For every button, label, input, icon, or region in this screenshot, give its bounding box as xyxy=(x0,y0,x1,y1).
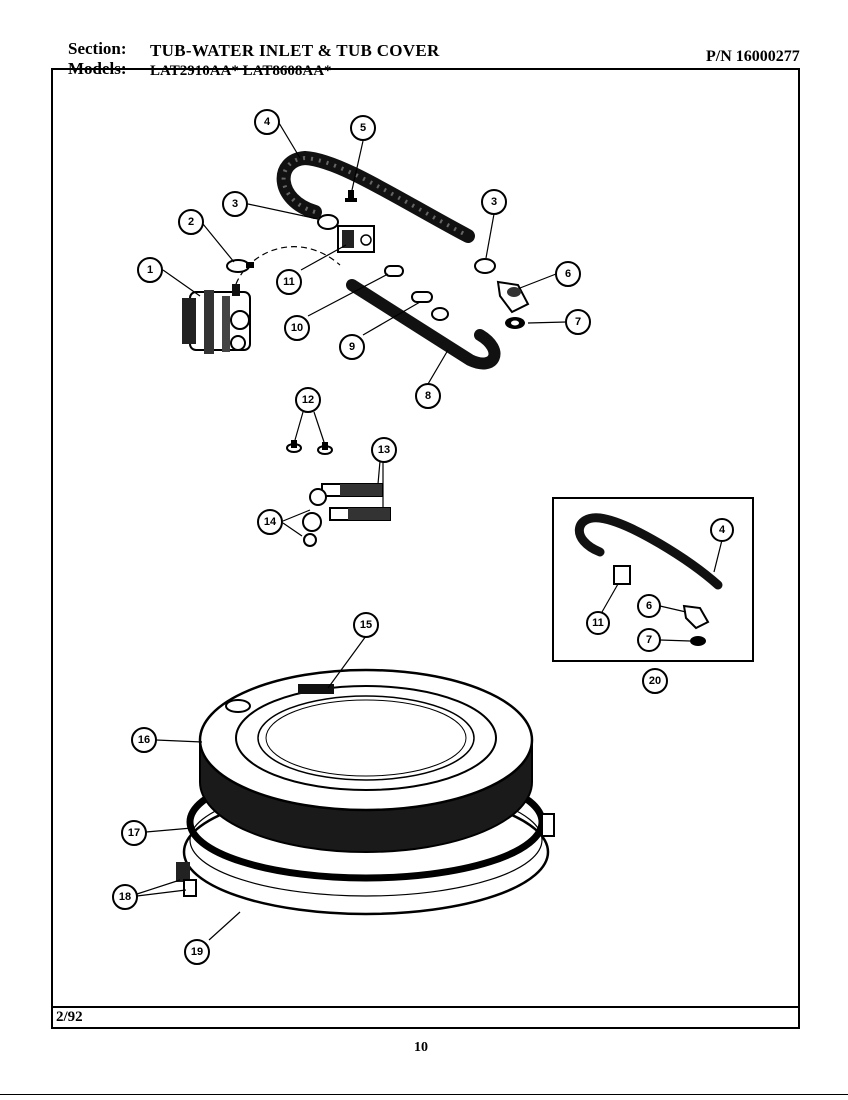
svg-text:3: 3 xyxy=(491,196,497,208)
callout-14: 14 xyxy=(257,509,283,535)
svg-text:12: 12 xyxy=(302,394,314,406)
fitting-part xyxy=(384,265,449,321)
callout-18: 18 xyxy=(112,884,138,910)
callout-19: 19 xyxy=(184,939,210,965)
svg-text:7: 7 xyxy=(575,316,581,328)
leader-lines xyxy=(136,122,723,941)
svg-text:6: 6 xyxy=(646,600,652,612)
svg-text:10: 10 xyxy=(291,322,303,334)
models-list: LAT2910AA* LAT8608AA* xyxy=(150,63,332,79)
callout-3: 3 xyxy=(481,189,507,215)
callout-12: 12 xyxy=(295,387,321,413)
part-number: P/N 16000277 xyxy=(706,48,800,65)
inset-hose xyxy=(574,513,723,590)
callout-13: 13 xyxy=(371,437,397,463)
callout-9: 9 xyxy=(339,334,365,360)
callout-5: 5 xyxy=(350,115,376,141)
callout-bubbles: 1 2 3 3 4 5 6 7 8 9 10 11 12 13 14 15 16… xyxy=(112,109,734,965)
page-number: 10 xyxy=(414,1040,428,1055)
svg-text:13: 13 xyxy=(378,444,390,456)
screw-part xyxy=(286,440,333,455)
screw-part xyxy=(345,190,357,202)
svg-text:9: 9 xyxy=(349,341,355,353)
elbow-part xyxy=(496,280,530,314)
water-valve-part xyxy=(182,246,341,354)
revision-date: 2/92 xyxy=(56,1009,83,1025)
callout-4: 4 xyxy=(254,109,280,135)
svg-text:5: 5 xyxy=(360,122,366,134)
svg-text:7: 7 xyxy=(646,634,652,646)
svg-text:3: 3 xyxy=(232,198,238,210)
inlet-hose-part xyxy=(276,150,475,243)
callout-kit-4: 4 xyxy=(710,518,734,542)
svg-text:19: 19 xyxy=(191,946,203,958)
clamp-part xyxy=(226,259,254,273)
section-label: Section: xyxy=(68,39,127,58)
callout-10: 10 xyxy=(284,315,310,341)
callout-17: 17 xyxy=(121,820,147,846)
svg-text:2: 2 xyxy=(188,216,194,228)
callout-16: 16 xyxy=(131,727,157,753)
inset-connector xyxy=(613,565,631,585)
hose-clamp-part xyxy=(317,214,339,230)
callout-2: 2 xyxy=(178,209,204,235)
tub-cover-assembly xyxy=(176,668,555,916)
svg-text:16: 16 xyxy=(138,734,150,746)
svg-text:1: 1 xyxy=(147,264,153,276)
svg-text:4: 4 xyxy=(719,524,726,536)
callout-kit-6: 6 xyxy=(637,594,661,618)
callout-1: 1 xyxy=(137,257,163,283)
section-title: TUB-WATER INLET & TUB COVER xyxy=(150,41,440,60)
svg-text:11: 11 xyxy=(283,276,295,288)
svg-text:8: 8 xyxy=(425,390,431,402)
callout-7: 7 xyxy=(565,309,591,335)
svg-text:6: 6 xyxy=(565,268,571,280)
svg-text:15: 15 xyxy=(360,619,372,631)
callout-20: 20 xyxy=(642,668,668,694)
svg-text:20: 20 xyxy=(649,675,661,687)
footer-divider xyxy=(53,1006,798,1008)
svg-text:18: 18 xyxy=(119,891,131,903)
connector-part xyxy=(337,225,375,253)
inset-elbow xyxy=(682,604,710,630)
inset-washer xyxy=(690,636,706,646)
bottom-rule xyxy=(0,1094,848,1095)
diagram-frame xyxy=(51,68,800,1029)
callout-15: 15 xyxy=(353,612,379,638)
fill-hose-part xyxy=(346,279,501,370)
callout-3: 3 xyxy=(222,191,248,217)
svg-text:4: 4 xyxy=(264,116,271,128)
svg-text:14: 14 xyxy=(264,516,277,528)
callout-6: 6 xyxy=(555,261,581,287)
svg-text:17: 17 xyxy=(128,827,140,839)
callout-8: 8 xyxy=(415,383,441,409)
hose-clamp-part xyxy=(474,258,496,274)
callout-11: 11 xyxy=(276,269,302,295)
callout-kit-7: 7 xyxy=(637,628,661,652)
supply-hose-part xyxy=(302,483,391,547)
svg-text:11: 11 xyxy=(592,617,604,629)
callout-kit-11: 11 xyxy=(586,611,610,635)
